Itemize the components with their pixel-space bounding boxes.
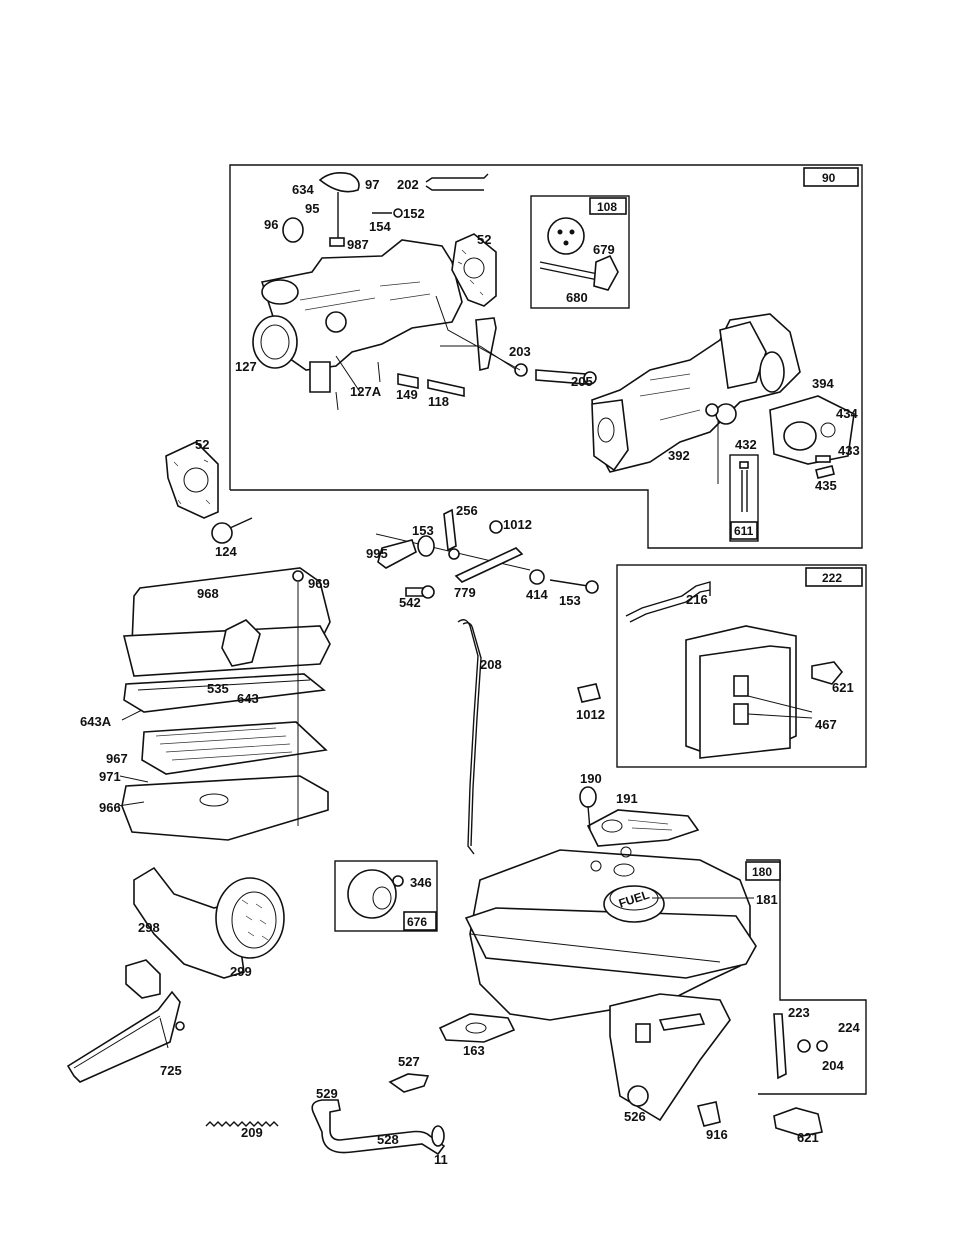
control-group-label: 222 [822,571,842,585]
fuel-tank-group: 180 FUEL 190 191 181 223 224 204 526 916… [466,771,866,1145]
control-group: 222 216 621 1012 467 [576,565,866,767]
part-label-11: 11 [434,1152,448,1167]
linkage-inset-label: 611 [734,524,754,538]
part-label-52-side: 52 [195,437,209,452]
governor-rod: 208 [458,620,502,854]
part-label-1012-top: 1012 [503,517,532,532]
part-label-127: 127 [235,359,257,374]
part-label-208: 208 [480,657,502,672]
part-label-154: 154 [369,219,391,234]
part-label-97: 97 [365,177,379,192]
clip-527: 527 [390,1054,428,1092]
gasket-and-screw: 52 124 [166,437,252,559]
part-label-529: 529 [316,1086,338,1101]
part-label-414: 414 [526,587,548,602]
spring-209: 209 [206,1122,278,1140]
part-label-203: 203 [509,344,531,359]
muffler: 298 299 [126,868,284,998]
part-label-432: 432 [735,437,757,452]
part-label-152: 152 [403,206,425,221]
part-label-124: 124 [215,544,237,559]
part-label-916: 916 [706,1127,728,1142]
part-label-96: 96 [264,217,278,232]
part-label-995: 995 [366,546,388,561]
part-label-527: 527 [398,1054,420,1069]
part-label-299: 299 [230,964,252,979]
part-label-394: 394 [812,376,834,391]
part-label-216: 216 [686,592,708,607]
part-label-205: 205 [571,374,593,389]
part-label-526: 526 [624,1109,646,1124]
part-label-163: 163 [463,1043,485,1058]
part-label-634: 634 [292,182,314,197]
part-label-204: 204 [822,1058,844,1073]
muffler-shield: 725 [68,992,184,1082]
part-label-535: 535 [207,681,229,696]
part-label-153-bottom: 153 [559,593,581,608]
part-label-223: 223 [788,1005,810,1020]
part-label-779: 779 [454,585,476,600]
part-label-679: 679 [593,242,615,257]
part-label-191: 191 [616,791,638,806]
part-label-298: 298 [138,920,160,935]
part-label-969: 969 [308,576,330,591]
fuel-line-528: 529 528 11 [312,1086,448,1167]
part-label-725: 725 [160,1063,182,1078]
part-label-643A: 643A [80,714,112,729]
part-label-433: 433 [838,443,860,458]
part-label-392: 392 [668,448,690,463]
part-label-209: 209 [241,1125,263,1140]
part-label-621-bottom: 621 [797,1130,819,1145]
part-label-971: 971 [99,769,121,784]
air-cleaner: 969 968 535 643 643A 967 971 966 [80,568,330,840]
part-label-542: 542 [399,595,421,610]
part-label-181: 181 [756,892,778,907]
part-label-966: 966 [99,800,121,815]
part-label-680: 680 [566,290,588,305]
choke-group-label: 676 [407,915,427,929]
part-label-987: 987 [347,237,369,252]
part-label-149: 149 [396,387,418,402]
choke-group: 676 346 [335,861,437,931]
part-label-127A: 127A [350,384,382,399]
part-label-224: 224 [838,1020,860,1035]
part-label-95: 95 [305,201,319,216]
part-label-202: 202 [397,177,419,192]
carburetor-right [592,314,854,484]
part-label-52-top: 52 [477,232,491,247]
part-label-434: 434 [836,406,858,421]
part-label-467: 467 [815,717,837,732]
part-label-118: 118 [428,394,449,409]
part-label-528: 528 [377,1132,399,1147]
carburetor-group-label: 90 [822,171,836,185]
part-label-967: 967 [106,751,128,766]
gasket-163: 163 [440,1014,514,1058]
throttle-linkage: 256 153 1012 995 779 542 414 153 [366,503,598,610]
part-label-643: 643 [237,691,259,706]
part-label-968: 968 [197,586,219,601]
linkage-inset: 611 [730,455,758,541]
part-label-190: 190 [580,771,602,786]
part-label-153-top: 153 [412,523,434,538]
primer-inset-label: 108 [597,200,617,214]
part-label-435: 435 [815,478,837,493]
part-label-256: 256 [456,503,478,518]
fuel-tank-group-label: 180 [752,865,772,879]
part-label-621-top: 621 [832,680,854,695]
part-label-1012-bottom: 1012 [576,707,605,722]
part-label-346: 346 [410,875,432,890]
